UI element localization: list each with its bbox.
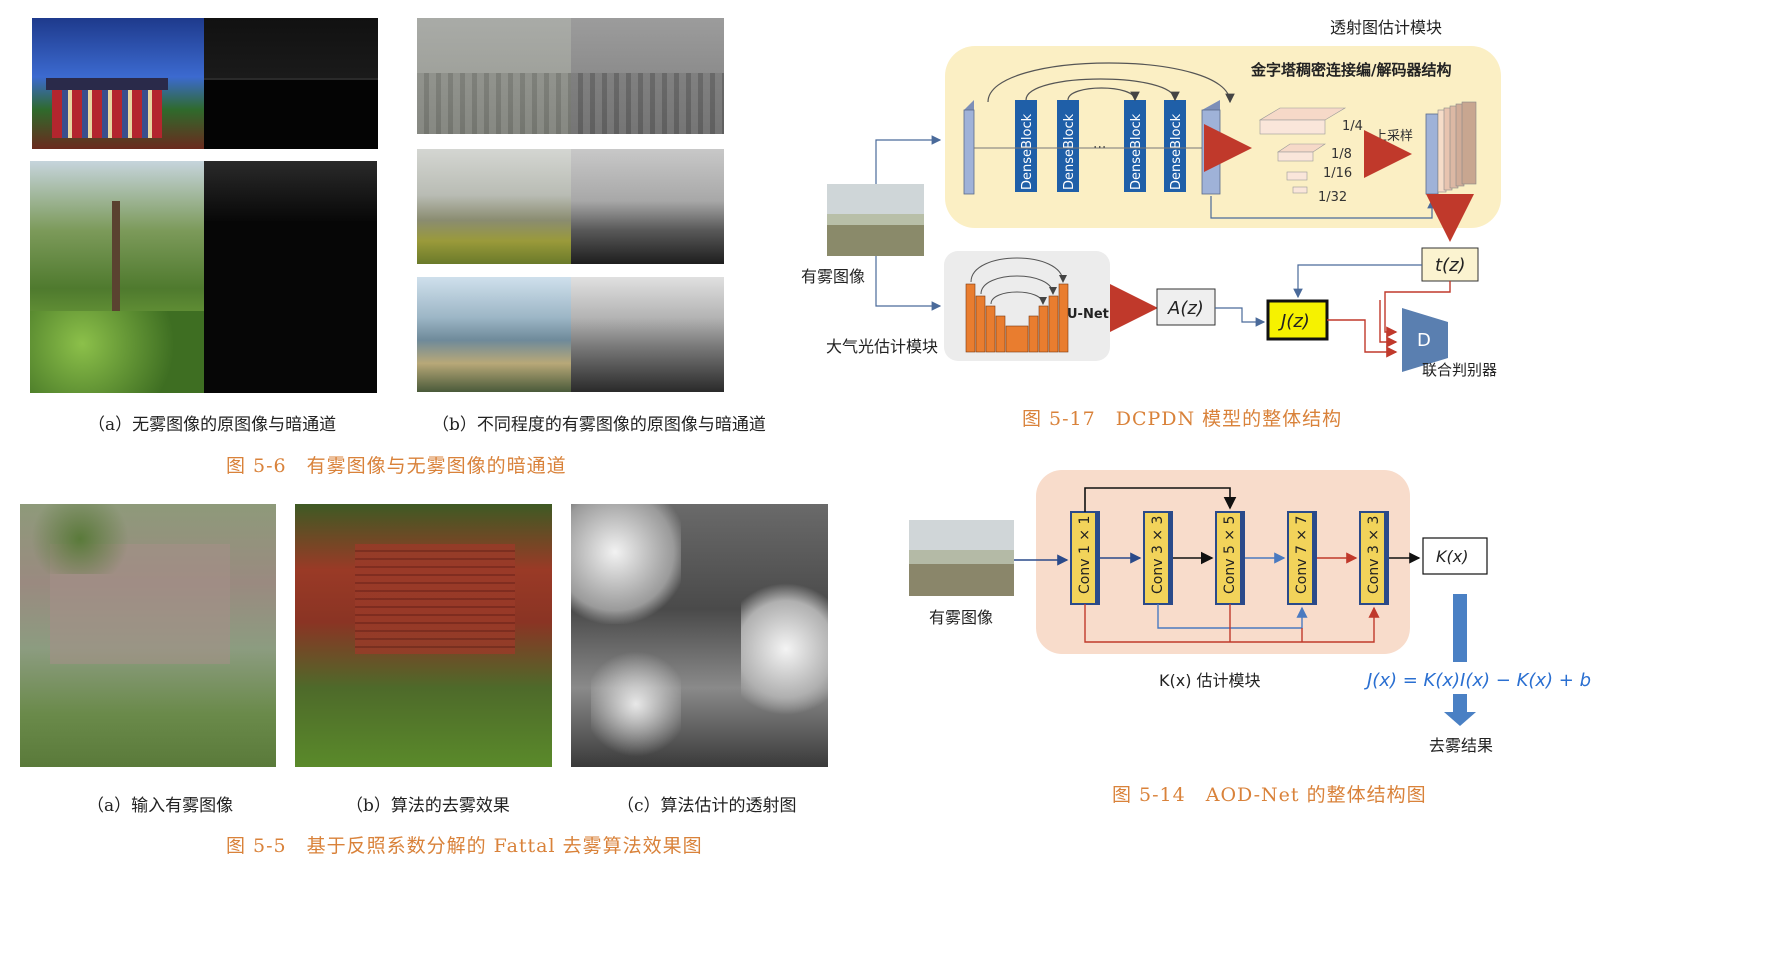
- transmission-module-title: 透射图估计模块: [1330, 18, 1442, 37]
- upsample-label: 上采样: [1374, 129, 1413, 144]
- conv-label: Conv 3 × 3: [1366, 516, 1382, 594]
- gate-photo: [32, 18, 204, 149]
- fig55-sub-c: （c）算法估计的透射图: [617, 796, 797, 816]
- dense-block: [1057, 100, 1079, 192]
- dense-block-label: DenseBlock: [1169, 113, 1184, 190]
- hazy-city-photo: [417, 18, 571, 134]
- pyramid-title: 金字塔稠密连接编/解码器结构: [1250, 61, 1451, 79]
- dcpdn-hazy-label: 有雾图像: [801, 267, 865, 286]
- hazy-hill-dark-channel: [571, 149, 724, 264]
- hazy-city-dark-channel: [571, 18, 724, 134]
- aodnet-diagram: 有雾图像 Conv 1 × 1 Conv 3 × 3 Conv 5 × 5 Co…: [909, 470, 1591, 755]
- dense-block: [1015, 100, 1037, 192]
- result-label: 去雾结果: [1429, 736, 1493, 755]
- transmission-map: [571, 504, 828, 767]
- formula: J(x) = K(x)I(x) − K(x) + b: [1364, 670, 1591, 691]
- upsample-stack: [1425, 101, 1477, 195]
- dense-block: [1164, 100, 1186, 192]
- tz-label: t(z): [1435, 255, 1466, 276]
- unet-shape: [965, 283, 1069, 353]
- kx-label: K(x): [1436, 547, 1468, 566]
- fig56-caption: 图 5-6 有雾图像与无雾图像的暗通道: [226, 455, 567, 477]
- dense-block-label: DenseBlock: [1062, 113, 1077, 190]
- hazy-hill-photo: [417, 149, 571, 264]
- unet-label: U-Net: [1067, 307, 1109, 322]
- discriminator-shape: [1402, 308, 1448, 372]
- conv-block: [1215, 511, 1245, 605]
- fig514-caption: 图 5-14 AOD-Net 的整体结构图: [1112, 784, 1427, 806]
- conv-label: Conv 5 × 5: [1222, 516, 1238, 594]
- fig55-sub-a: （a）输入有雾图像: [87, 796, 234, 816]
- az-label: A(z): [1167, 298, 1204, 319]
- discriminator-d: D: [1417, 330, 1431, 351]
- tz-box: [1421, 247, 1479, 282]
- gate-dark-channel: [204, 18, 378, 149]
- input-hazy-photo: [20, 504, 276, 767]
- dense-blocks: DenseBlock DenseBlock DenseBlock DenseBl…: [1015, 100, 1186, 192]
- discriminator-label: 联合判别器: [1422, 361, 1497, 379]
- atmospheric-module-box: [944, 251, 1110, 361]
- dense-block-label: DenseBlock: [1129, 113, 1144, 190]
- kx-box: [1422, 537, 1488, 575]
- scale-label: 1/16: [1323, 166, 1352, 181]
- conv-label: Conv 3 × 3: [1150, 516, 1166, 594]
- tree-photo: [30, 161, 204, 393]
- dense-block-label: DenseBlock: [1020, 113, 1035, 190]
- jz-box: [1266, 299, 1329, 341]
- dehazed-photo: [295, 504, 552, 767]
- az-box: [1156, 288, 1216, 326]
- fig517-caption: 图 5-17 DCPDN 模型的整体结构: [1022, 408, 1343, 430]
- dense-block: [1124, 100, 1146, 192]
- conv-label: Conv 7 × 7: [1294, 516, 1310, 594]
- fig55-sub-b: （b）算法的去雾效果: [346, 796, 510, 816]
- dcpdn-diagram: DenseBlock DenseBlock DenseBlock DenseBl…: [801, 18, 1501, 379]
- atmospheric-module-label: 大气光估计模块: [826, 337, 938, 356]
- fig56-sub-b: （b）不同程度的有雾图像的原图像与暗通道: [432, 415, 766, 435]
- tree-dark-channel: [204, 161, 377, 393]
- fig56-sub-a: （a）无雾图像的原图像与暗通道: [88, 415, 337, 435]
- jz-label: J(z): [1278, 311, 1310, 332]
- aodnet-hazy-label: 有雾图像: [929, 608, 993, 627]
- hazy-river-photo: [417, 277, 571, 392]
- fig55-caption: 图 5-5 基于反照系数分解的 Fattal 去雾算法效果图: [226, 835, 703, 857]
- scale-label: 1/32: [1318, 190, 1347, 205]
- hazy-river-dark-channel: [571, 277, 724, 392]
- scale-label: 1/4: [1342, 119, 1363, 134]
- scale-label: 1/8: [1331, 147, 1352, 162]
- conv-blocks: Conv 1 × 1 Conv 3 × 3 Conv 5 × 5 Conv 7 …: [1070, 511, 1389, 605]
- conv-block: [1359, 511, 1389, 605]
- kx-module-label: K(x) 估计模块: [1159, 671, 1261, 690]
- conv-label: Conv 1 × 1: [1077, 516, 1093, 594]
